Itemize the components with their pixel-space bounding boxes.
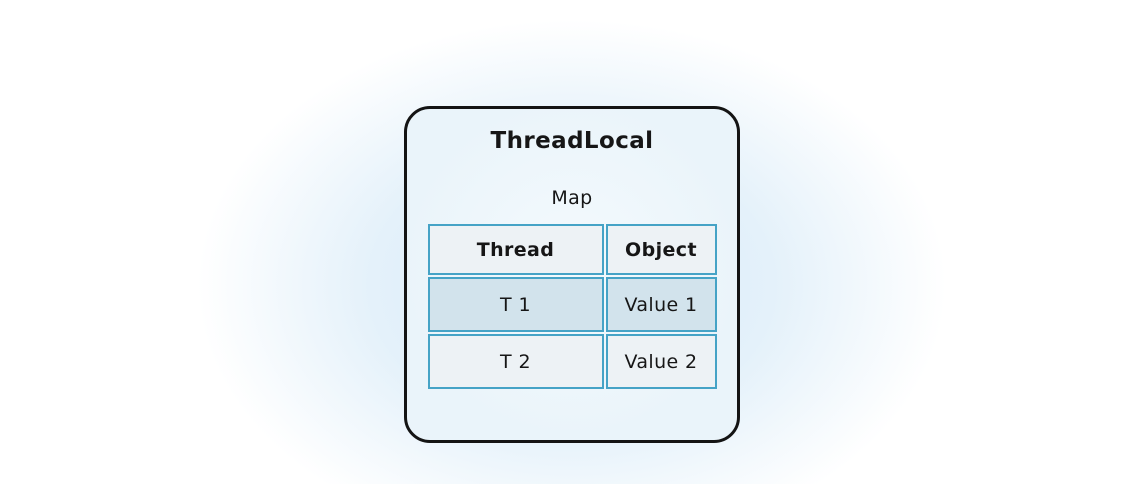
cell-thread-t1: T 1 bbox=[427, 277, 604, 332]
thread-map-table: Thread Object T 1 Value 1 T 2 Value 2 bbox=[426, 222, 719, 391]
table-header-row: Thread Object bbox=[427, 224, 717, 275]
table-row: T 1 Value 1 bbox=[427, 277, 717, 332]
cell-object-value2: Value 2 bbox=[605, 334, 717, 389]
header-cell-thread: Thread bbox=[427, 224, 604, 275]
cell-thread-t2: T 2 bbox=[427, 334, 604, 389]
table-row: T 2 Value 2 bbox=[427, 334, 717, 389]
header-cell-object: Object bbox=[605, 224, 717, 275]
cell-object-value1: Value 1 bbox=[605, 277, 717, 332]
threadlocal-title: ThreadLocal bbox=[490, 128, 654, 154]
map-label: Map bbox=[551, 187, 593, 209]
threadlocal-box: ThreadLocal Map Thread Object T 1 Value … bbox=[404, 106, 740, 443]
